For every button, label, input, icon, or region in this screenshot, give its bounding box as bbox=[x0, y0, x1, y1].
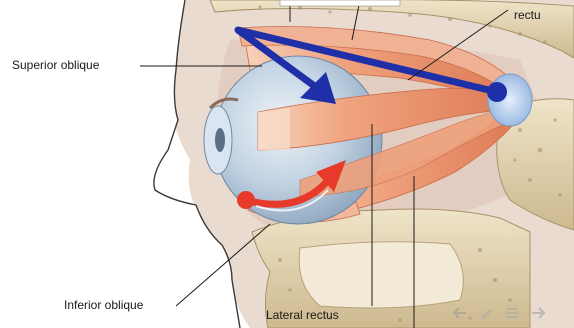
label-lateral-rectus: Lateral rectus bbox=[266, 308, 339, 322]
pen-tool-button[interactable] bbox=[478, 306, 500, 324]
menu-icon bbox=[504, 306, 520, 320]
pupil bbox=[215, 128, 225, 152]
next-slide-button[interactable] bbox=[530, 306, 552, 324]
lateral-rectus-tendon bbox=[258, 108, 290, 150]
top-caption-box bbox=[280, 0, 400, 6]
pencil-icon bbox=[478, 306, 494, 320]
previous-arrow-icon bbox=[452, 306, 468, 320]
label-superior-oblique: Superior oblique bbox=[12, 58, 99, 72]
maxillary-sinus bbox=[299, 242, 463, 308]
label-inferior-oblique: Inferior oblique bbox=[64, 298, 143, 312]
slide-menu-button[interactable] bbox=[504, 306, 526, 324]
label-rectus-top-right: rectu bbox=[514, 8, 541, 22]
next-arrow-icon bbox=[530, 306, 546, 320]
previous-slide-button[interactable] bbox=[452, 306, 474, 324]
